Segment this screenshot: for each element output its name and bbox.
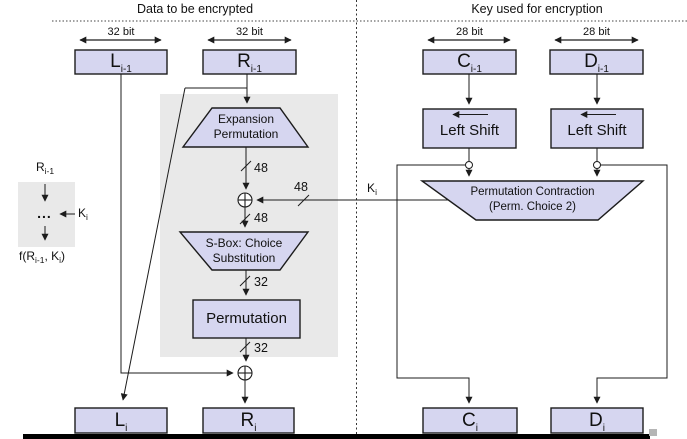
register-l-next-box xyxy=(74,407,168,434)
l-prev-to-xor2-line xyxy=(120,74,234,377)
sbox-trapezoid xyxy=(178,231,310,271)
c-branch-node xyxy=(465,161,473,169)
key-in-tick xyxy=(297,194,310,207)
register-d-next-box xyxy=(550,407,644,434)
bottom-corner-artifact xyxy=(649,429,657,436)
register-c-next-box xyxy=(422,407,518,434)
sbox-out-tick xyxy=(239,275,251,287)
register-r-prev-box xyxy=(202,49,297,75)
expansion-out-tick xyxy=(240,160,252,172)
c-loop-to-c-next-line xyxy=(396,164,473,404)
register-r-next-box xyxy=(202,407,295,434)
d-loop-to-d-next-line xyxy=(593,164,668,404)
left-shift-c-box xyxy=(422,108,517,149)
permutation-box xyxy=(192,299,301,339)
r-prev-to-l-next-diagonal xyxy=(120,87,186,401)
expansion-permutation-trapezoid xyxy=(181,107,310,148)
register-l-prev-box xyxy=(74,49,168,75)
permutation-out-tick xyxy=(239,341,251,353)
d-branch-node xyxy=(593,161,601,169)
left-shift-d-box xyxy=(550,108,644,149)
register-c-prev-box xyxy=(422,49,517,75)
permutation-contraction-trapezoid xyxy=(419,180,645,221)
bottom-bar xyxy=(23,434,650,439)
xor-out-tick xyxy=(239,213,251,225)
register-d-prev-box xyxy=(549,49,644,75)
